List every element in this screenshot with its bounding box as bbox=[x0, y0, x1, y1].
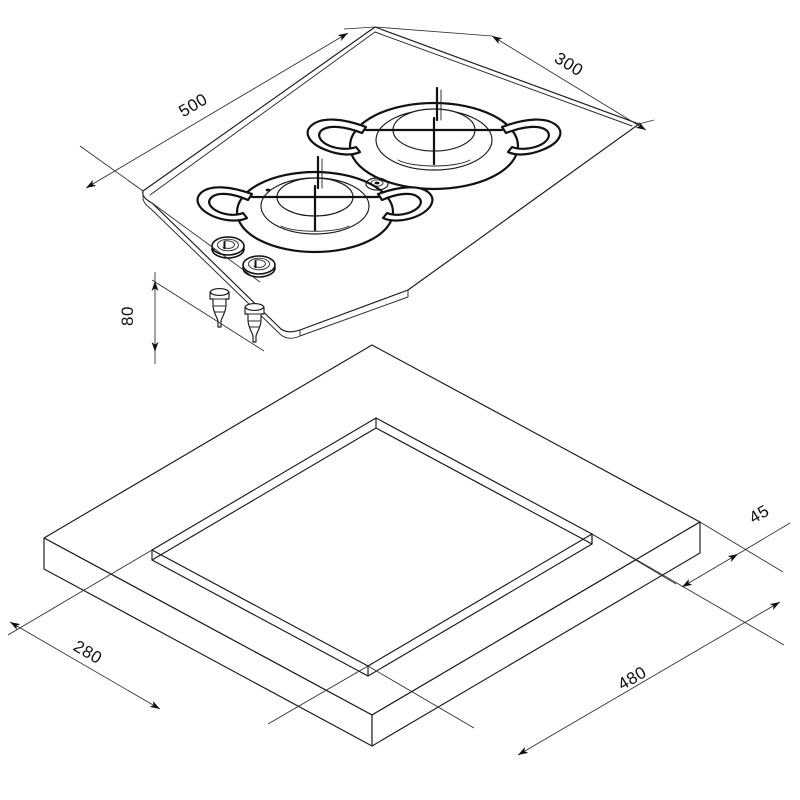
left-gas-valve bbox=[209, 288, 230, 328]
right-control-knob[interactable] bbox=[242, 255, 276, 278]
cutout-inner-wall-front-right-bottom bbox=[367, 543, 593, 677]
dimension-480-label: 480 bbox=[615, 663, 650, 694]
countertop-cutout-view: 280 480 45 bbox=[7, 344, 791, 756]
front-burner-grate-arm-left bbox=[196, 186, 254, 222]
dimension-45-label: 45 bbox=[746, 501, 773, 527]
cutout-inner-wall-back-left-bottom bbox=[151, 427, 377, 561]
rear-burner-pan-support-ring bbox=[348, 101, 520, 191]
cutout-inner-wall-front-left bbox=[151, 549, 369, 677]
front-burner-grate-arm-right bbox=[376, 186, 434, 222]
dimension-80: 80 bbox=[118, 202, 265, 364]
left-control-knob[interactable] bbox=[211, 236, 245, 259]
countertop-top-face bbox=[43, 344, 701, 716]
right-gas-valve bbox=[244, 303, 265, 343]
hob-appliance-view: 500 300 80 bbox=[79, 26, 655, 364]
dimension-80-label: 80 bbox=[118, 306, 137, 326]
dimension-280-label: 280 bbox=[70, 637, 105, 668]
dimension-480: 480 bbox=[367, 533, 785, 756]
dimension-500-label: 500 bbox=[176, 89, 211, 121]
